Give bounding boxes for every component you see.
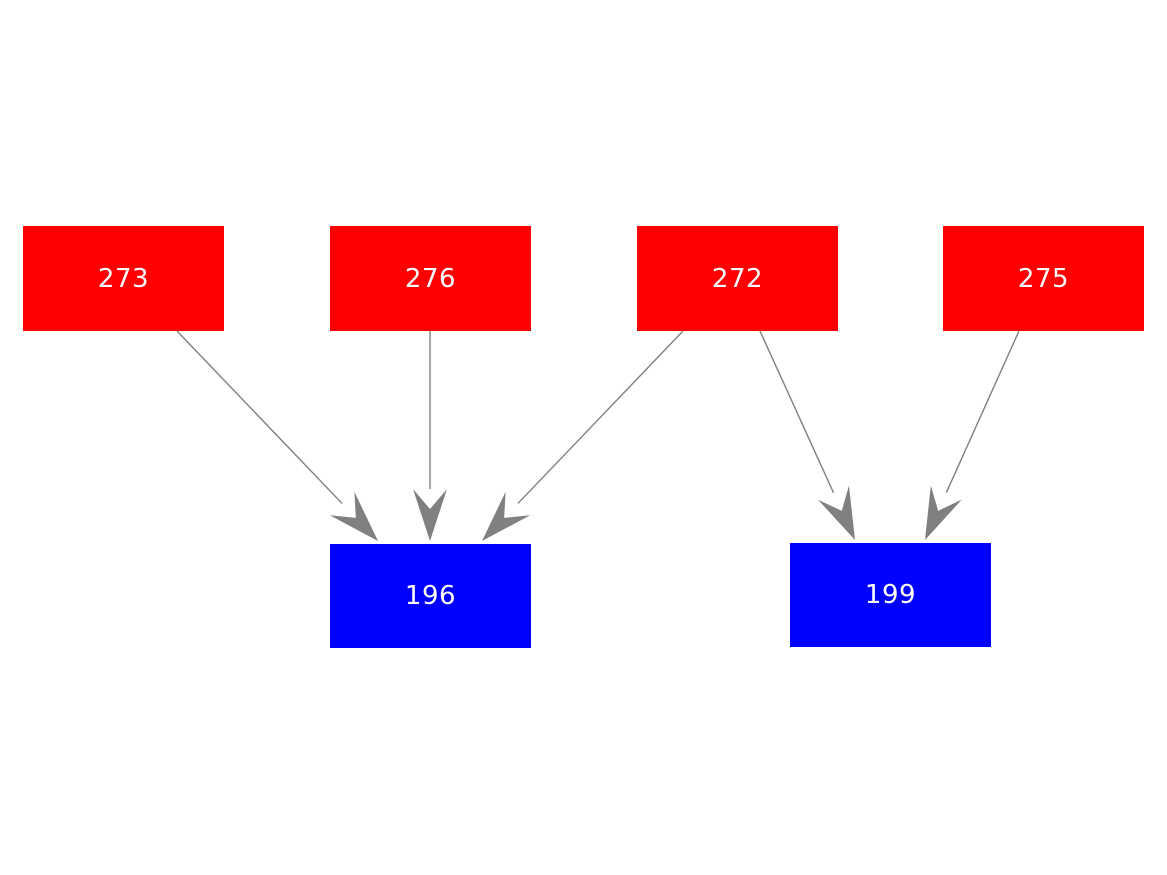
node-label: 272 [711, 263, 764, 294]
graph-node-199[interactable]: 199 [790, 543, 991, 647]
edge-272-to-199 [759, 330, 855, 540]
edge-line [517, 330, 684, 504]
node-label: 273 [97, 263, 150, 294]
graph-node-276[interactable]: 276 [330, 226, 531, 331]
graph-node-272[interactable]: 272 [637, 226, 838, 331]
edge-275-to-199 [925, 330, 1020, 540]
node-label: 199 [864, 580, 917, 610]
node-label: 196 [404, 581, 457, 611]
node-label: 275 [1017, 263, 1070, 294]
arrowhead-icon [818, 485, 855, 540]
graph-node-275[interactable]: 275 [943, 226, 1144, 331]
edge-line [945, 330, 1020, 493]
edge-276-to-196 [413, 331, 447, 541]
node-label: 276 [404, 263, 457, 294]
arrowhead-icon [329, 491, 378, 541]
graph-node-196[interactable]: 196 [330, 544, 531, 648]
edge-273-to-196 [176, 330, 378, 541]
arrowhead-icon [482, 491, 531, 541]
edge-272-to-196 [482, 330, 684, 541]
graph-node-273[interactable]: 273 [23, 226, 224, 331]
arrowhead-icon [925, 485, 962, 540]
arrowhead-icon [413, 489, 447, 541]
edge-line [759, 330, 835, 493]
edge-line [176, 330, 343, 504]
